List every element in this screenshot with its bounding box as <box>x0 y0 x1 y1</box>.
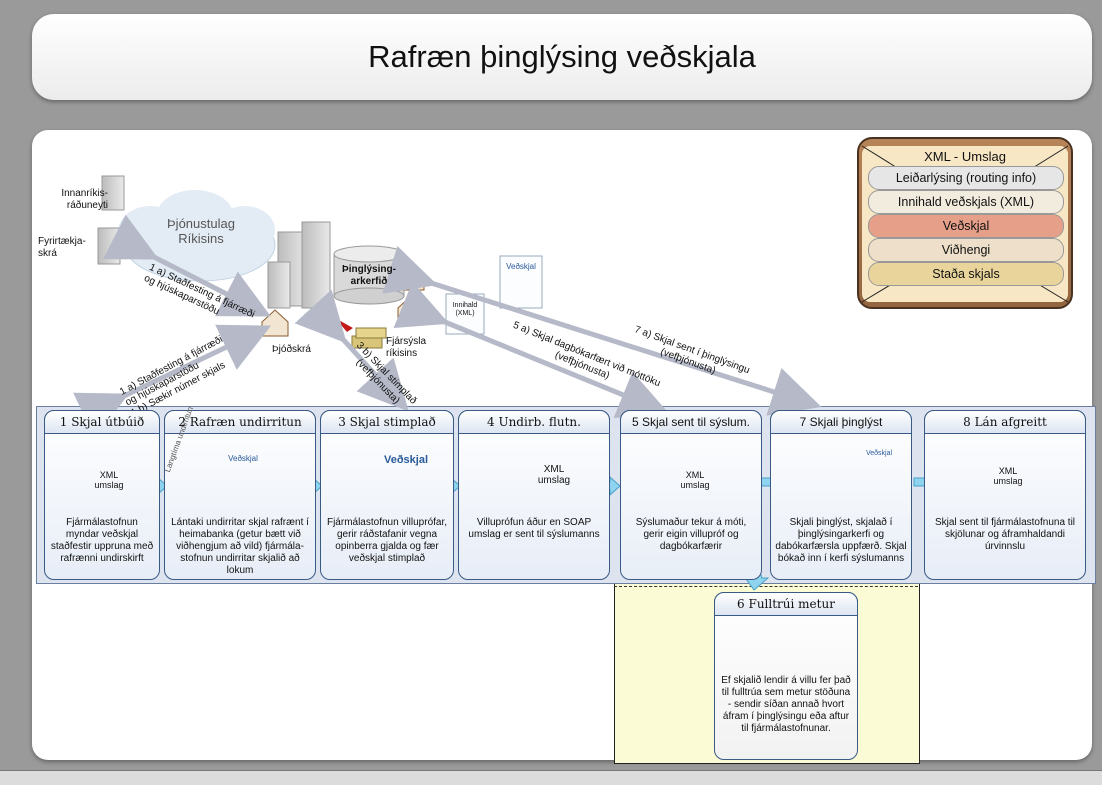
stage-6-desc: Ef skjalið lendir á villu fer það til fu… <box>721 675 851 734</box>
stage-2-title: 2 Rafræn undirritun <box>164 410 316 434</box>
stage-8-title: 8 Lán afgreitt <box>924 410 1086 434</box>
stage-5-desc: Sýslumaður tekur á móti, gerir eigin vil… <box>635 517 747 552</box>
vedskjal-label-2: Veðskjal <box>228 454 258 463</box>
xml-umslag-8: XML umslag <box>986 466 1030 486</box>
xml-label-8: XML <box>998 466 1018 476</box>
stage-4: 4 Undirb. flutn. Villuprófun áður en SOA… <box>458 410 610 580</box>
vedskjal-doc-label: Veðskjal <box>506 262 536 271</box>
innihald-doc-label: Innihald (XML) <box>452 302 478 317</box>
thinglysingarkerfid-label: Þinglýsing- arkerfið <box>342 264 396 287</box>
innanrikis-label: Innanríkis- ráðuneyti <box>61 188 108 211</box>
stage-7-title: 7 Skjali þinglýst <box>770 410 912 434</box>
fjarsysla-label: Fjársýsla ríkisins <box>386 336 427 359</box>
stage-1-title: 1 Skjal útbúið <box>44 410 160 434</box>
stage-3-desc: Fjármálastofnun villuprófar, gerir ráðst… <box>326 517 448 564</box>
page-title: Rafræn þinglýsing veðskjala <box>368 39 756 74</box>
stage-3: 3 Skjal stimplað Fjármálastofnun villupr… <box>320 410 454 580</box>
stage-2-desc: Lántaki undirritar skjal rafrænt í heima… <box>171 517 309 576</box>
envelope-row-attachment: Viðhengi <box>868 238 1064 262</box>
stage-3-title: 3 Skjal stimplað <box>320 410 454 434</box>
thjodskra-building-icon <box>267 221 331 309</box>
xml-umslag-4: XML umslag <box>536 464 572 486</box>
umslag-label-4: umslag <box>537 475 571 486</box>
envelope-row-status: Staða skjals <box>868 262 1064 286</box>
umslag-label-8: umslag <box>993 476 1023 486</box>
stage-6-title: 6 Fulltrúi metur <box>714 592 858 616</box>
stage-8: 8 Lán afgreitt Skjal sent til fjármálast… <box>924 410 1086 580</box>
umslag-label-5: umslag <box>680 480 710 490</box>
service-arrows <box>73 214 822 438</box>
vedskjal-label-3: Veðskjal <box>383 454 429 466</box>
stage-1-desc: Fjármálastofnun myndar veðskjal staðfest… <box>50 517 154 564</box>
xml-label-5: XML <box>685 470 705 480</box>
stage-5: 5 Skjal sent til sýslum. Sýslumaður teku… <box>620 410 762 580</box>
xml-label-1: XML <box>99 470 119 480</box>
xml-umslag-5: XML umslag <box>676 470 714 490</box>
stage-4-desc: Villuprófun áður en SOAP umslag er sent … <box>468 517 600 540</box>
umslag-label-1: umslag <box>94 480 124 490</box>
fyrirtaekja-label: Fyrirtækja- skrá <box>38 236 86 259</box>
envelope-title: XML - Umslag <box>924 149 1006 164</box>
xml-umslag-1: XML umslag <box>92 470 126 490</box>
envelope-row-document: Veðskjal <box>868 214 1064 238</box>
stage-6: 6 Fulltrúi metur Ef skjalið lendir á vil… <box>714 592 858 760</box>
stage-7-desc: Skjali þinglýst, skjalað í þinglýsingark… <box>775 517 907 564</box>
stage-8-desc: Skjal sent til fjármálastofnuna til skjö… <box>934 517 1076 552</box>
vedskjal-label-7: Veðskjal <box>865 450 893 457</box>
thjodskra-label: Þjóðskrá <box>272 344 311 355</box>
highlight-divider <box>614 586 918 587</box>
envelope-row-routing: Leiðarlýsing (routing info) <box>868 166 1064 190</box>
bottom-strip <box>0 770 1102 785</box>
stage-2: 2 Rafræn undirritun Lántaki undirritar s… <box>164 410 316 580</box>
stage-7: 7 Skjali þinglýst Skjali þinglýst, skjal… <box>770 410 912 580</box>
stage-4-title: 4 Undirb. flutn. <box>458 410 610 434</box>
thjonustulag-label: Þjónustulag Ríkisins <box>167 216 235 246</box>
title-bar: Rafræn þinglýsing veðskjala <box>32 14 1092 100</box>
xml-label-4: XML <box>543 464 565 475</box>
envelope-row-content: Innihald veðskjals (XML) <box>868 190 1064 214</box>
stage-1: 1 Skjal útbúið Fjármálastofnun myndar ve… <box>44 410 160 580</box>
stage-5-title: 5 Skjal sent til sýslum. <box>620 410 762 434</box>
